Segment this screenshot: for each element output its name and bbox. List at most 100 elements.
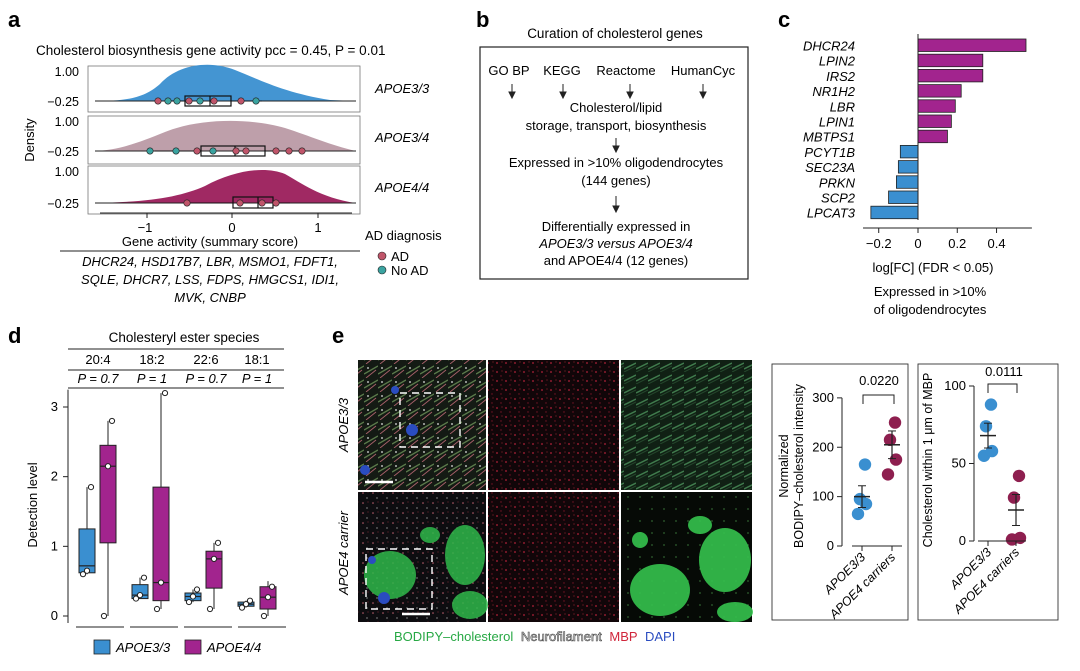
data-point — [238, 604, 246, 611]
data-point — [268, 583, 276, 590]
stain-mbp: MBP — [609, 629, 637, 644]
legend-swatch-apoe44 — [184, 639, 202, 655]
stain-neurofilament: Neurofilament — [521, 629, 602, 644]
plot1-sig-bracket — [862, 394, 895, 404]
data-point — [984, 398, 998, 411]
legend-label-noad: No AD — [391, 263, 429, 278]
group-label-apoe33: APOE3/3 — [374, 81, 430, 96]
panel-a-title: Cholesterol biosynthesis gene activity p… — [36, 43, 385, 58]
source-humancyc: HumanCyc — [671, 63, 736, 78]
panel-b-title: Curation of cholesterol genes — [527, 26, 703, 41]
density-ridge-apoe44 — [95, 170, 356, 203]
data-point — [853, 492, 867, 506]
data-point — [83, 567, 91, 574]
species-label: 22:6 — [193, 352, 218, 367]
pvalue-label: P = 0.7 — [77, 371, 119, 386]
y-tick: 3 — [51, 399, 58, 414]
y-tick: −0.25 — [47, 95, 79, 109]
plot2-pvalue: 0.0111 — [985, 364, 1023, 379]
plot1-pvalue: 0.0220 — [859, 373, 899, 388]
bar-irs2 — [917, 69, 984, 83]
legend-title: AD diagnosis — [365, 228, 442, 243]
row-label-apoe4: APOE4 carrier — [336, 510, 351, 595]
x-tick: −1 — [138, 220, 153, 235]
pvalue-label: P = 1 — [242, 371, 272, 386]
data-point — [100, 612, 108, 620]
panel-d-ylabel: Detection level — [25, 462, 40, 547]
step3-line2: APOE3/3 versus APOE3/4 — [538, 236, 692, 251]
legend-swatch-apoe33 — [93, 639, 111, 655]
bar-label: LPCAT3 — [807, 206, 856, 221]
data-point — [79, 571, 87, 578]
bar-label: NR1H2 — [812, 84, 855, 99]
panel-d: Cholesteryl ester species 20:4 18:2 22:6… — [25, 330, 286, 655]
density-ridge-apoe34 — [95, 120, 356, 151]
source-go-bp: GO BP — [488, 63, 529, 78]
y-tick: 2 — [51, 469, 58, 484]
panel-a-ylabel: Density — [22, 118, 37, 162]
data-point — [214, 539, 222, 546]
x-tick: 1 — [314, 220, 321, 235]
data-point — [246, 597, 254, 604]
plot1-ylabel-1: Normalized — [777, 434, 791, 497]
y-tick: 100 — [812, 489, 834, 504]
data-point — [889, 453, 903, 466]
panel-e: APOE3/3 APOE4 carrier — [336, 360, 1059, 644]
data-point — [264, 594, 272, 601]
legend-marker-noad — [377, 265, 387, 275]
y-tick: 1.00 — [55, 165, 79, 179]
species-label: 18:1 — [244, 352, 269, 367]
bar-lbr — [917, 99, 956, 113]
y-tick: 0 — [51, 608, 58, 623]
data-point — [132, 595, 140, 602]
x-tick: 0 — [914, 236, 921, 251]
panel-letter-e: e — [332, 323, 344, 348]
gene-list-line-1: DHCR24, HSD17B7, LBR, MSMO1, FDFT1, — [82, 254, 338, 269]
gene-list-line-3: MVK, CNBP — [174, 290, 246, 305]
box-apoe44-20-4 — [99, 444, 117, 544]
pvalue-label: P = 0.7 — [185, 371, 227, 386]
data-point — [1012, 469, 1026, 483]
y-tick: −0.25 — [47, 197, 79, 211]
y-tick: 0 — [827, 538, 834, 553]
plot1-frame — [771, 363, 909, 621]
x-tick: 0.2 — [948, 236, 966, 251]
stain-bodipy: BODIPY–cholesterol — [394, 629, 513, 644]
data-point — [140, 574, 148, 581]
data-point — [210, 555, 218, 562]
data-point — [979, 420, 993, 433]
bar-dhcr24 — [917, 38, 1027, 52]
y-tick: 1 — [51, 538, 58, 553]
plot2-frame — [917, 363, 1059, 621]
bar-label: DHCR24 — [803, 39, 855, 54]
species-label: 18:2 — [139, 352, 164, 367]
source-arrows — [508, 84, 707, 100]
panel-letter-d: d — [8, 323, 21, 348]
data-point — [242, 601, 250, 608]
y-tick: 1.00 — [55, 115, 79, 129]
data-point — [260, 612, 268, 620]
bar-label: SCP2 — [821, 191, 856, 206]
step2-line1: Expressed in >10% oligodendrocytes — [509, 155, 724, 170]
inset-box — [365, 548, 433, 610]
flow-arrows — [612, 138, 620, 214]
y-tick: 0 — [959, 533, 966, 548]
data-point — [153, 605, 161, 613]
species-label: 20:4 — [85, 352, 110, 367]
step2-line2: (144 genes) — [581, 173, 650, 188]
bar-label: SEC23A — [805, 160, 855, 175]
group-label-apoe44: APOE4/4 — [374, 180, 429, 195]
data-point — [888, 416, 902, 429]
bar-scp2 — [888, 190, 919, 204]
step3-line1: Differentially expressed in — [542, 219, 691, 234]
panel-b-box — [479, 46, 749, 280]
plot1-ylabel-2: BODIPY–cholesterol intensity — [792, 383, 806, 548]
panel-d-title: Cholesteryl ester species — [109, 330, 260, 345]
box-apoe44-18-2 — [152, 486, 170, 602]
panel-letter-b: b — [476, 7, 489, 32]
legend-label-apoe44: APOE4/4 — [206, 640, 261, 655]
micrograph-apoe33-merge — [358, 360, 486, 490]
bar-sec23a — [897, 160, 919, 174]
bar-pcyt1b — [899, 144, 919, 159]
